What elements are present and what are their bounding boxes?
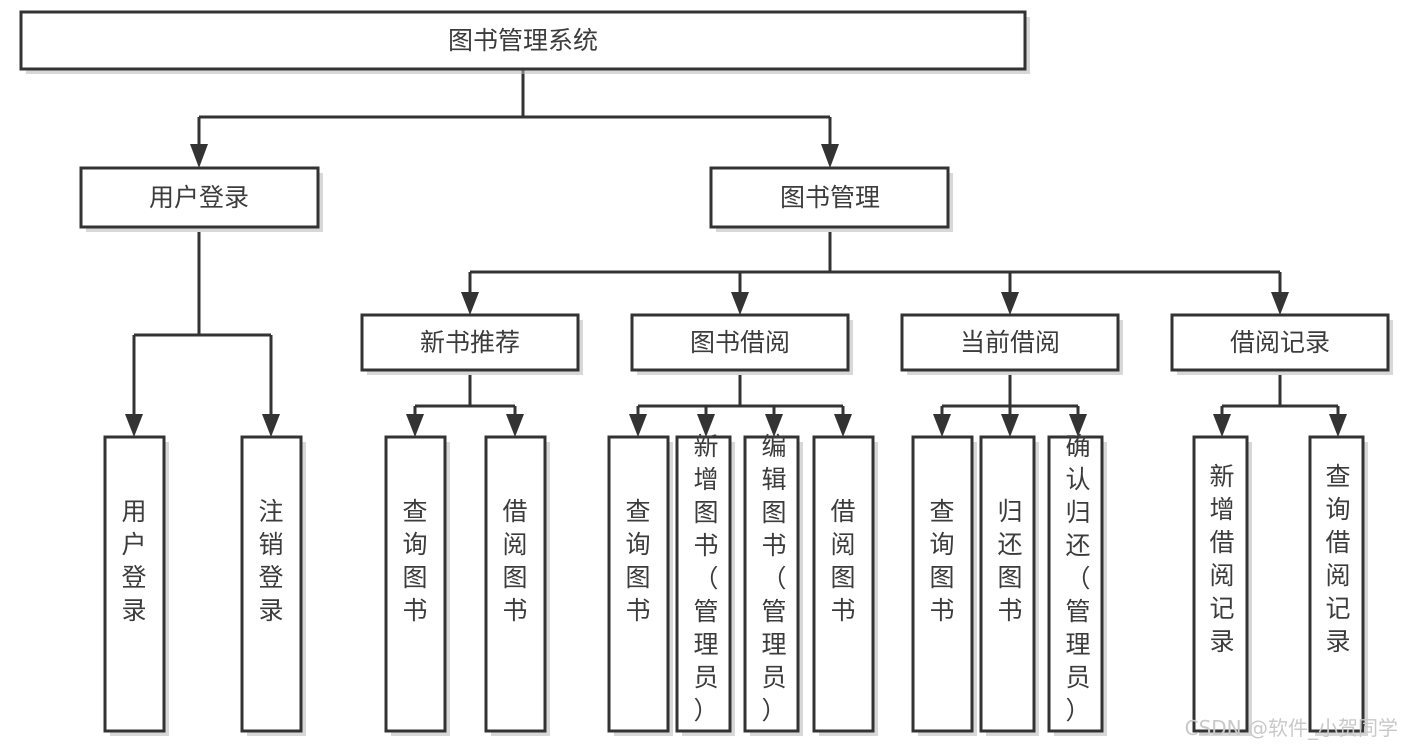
arrow-head-book-borrow bbox=[731, 292, 749, 315]
node-leaf-borrow-book-2[interactable]: 借阅图书 bbox=[812, 435, 878, 736]
node-leaf-add-book-label: 新增图书（管理员） bbox=[693, 432, 718, 725]
node-current-borrow-label: 当前借阅 bbox=[960, 328, 1060, 357]
node-user-login-box[interactable] bbox=[79, 166, 320, 229]
node-leaf-add-record-box[interactable] bbox=[1192, 435, 1249, 733]
node-leaf-query-book-1-box[interactable] bbox=[384, 435, 447, 733]
node-leaf-edit-book-label: 编辑图书（管理员） bbox=[761, 432, 786, 725]
node-current-borrow[interactable]: 当前借阅 bbox=[900, 313, 1123, 375]
node-new-book-rec-box[interactable] bbox=[360, 313, 580, 372]
arrow-head-leaf-edit-book bbox=[765, 414, 783, 437]
node-leaf-return-book[interactable]: 归还图书 bbox=[979, 435, 1039, 736]
node-book-manage[interactable]: 图书管理 bbox=[709, 166, 953, 232]
node-leaf-query-book-3-box[interactable] bbox=[911, 435, 974, 733]
arrow-head-leaf-user-logout bbox=[262, 414, 280, 437]
node-user-login[interactable]: 用户登录 bbox=[79, 166, 323, 232]
arrow-head-leaf-add-book bbox=[697, 414, 715, 437]
node-book-borrow[interactable]: 图书借阅 bbox=[630, 313, 853, 375]
arrow-head-leaf-borrow-book-1 bbox=[506, 414, 524, 437]
node-root-box[interactable] bbox=[19, 10, 1027, 71]
arrow-head-leaf-query-book-3 bbox=[933, 414, 951, 437]
node-leaf-query-book-2-box[interactable] bbox=[607, 435, 670, 733]
node-book-borrow-box[interactable] bbox=[630, 313, 850, 372]
node-leaf-query-book-2-label: 查询图书 bbox=[625, 497, 650, 625]
arrow-head-leaf-query-book-1 bbox=[406, 414, 424, 437]
arrow-head-current-borrow bbox=[1001, 292, 1019, 315]
node-leaf-return-book-box[interactable] bbox=[979, 435, 1036, 733]
node-leaf-borrow-book-1-box[interactable] bbox=[484, 435, 547, 733]
node-leaf-confirm-return-box[interactable] bbox=[1047, 435, 1104, 733]
node-user-login-label: 用户登录 bbox=[149, 183, 249, 212]
node-borrow-record-label: 借阅记录 bbox=[1230, 328, 1330, 357]
arrow-head-leaf-return-book bbox=[1001, 414, 1019, 437]
node-leaf-borrow-book-2-label: 借阅图书 bbox=[830, 497, 855, 625]
node-new-book-rec[interactable]: 新书推荐 bbox=[360, 313, 583, 375]
node-leaf-return-book-label: 归还图书 bbox=[997, 497, 1022, 625]
arrow-head-borrow-record bbox=[1271, 292, 1289, 315]
node-borrow-record-box[interactable] bbox=[1170, 313, 1390, 372]
node-leaf-query-record-label: 查询借阅记录 bbox=[1325, 462, 1350, 656]
node-leaf-query-record[interactable]: 查询借阅记录 bbox=[1308, 435, 1368, 736]
node-leaf-query-book-2[interactable]: 查询图书 bbox=[607, 435, 673, 736]
node-book-manage-label: 图书管理 bbox=[780, 183, 880, 212]
arrow-head-leaf-add-record bbox=[1213, 414, 1231, 437]
node-leaf-query-record-box[interactable] bbox=[1308, 435, 1365, 733]
node-leaf-user-login-box[interactable] bbox=[103, 435, 166, 733]
node-leaf-borrow-book-1[interactable]: 借阅图书 bbox=[484, 435, 550, 736]
node-root-label: 图书管理系统 bbox=[448, 26, 598, 55]
arrow-head-leaf-query-record bbox=[1329, 414, 1347, 437]
node-leaf-user-logout-box[interactable] bbox=[240, 435, 303, 733]
node-leaf-borrow-book-1-label: 借阅图书 bbox=[502, 497, 527, 625]
arrow-head-book-manage bbox=[821, 144, 839, 168]
node-leaf-user-logout[interactable]: 注销登录 bbox=[240, 435, 306, 736]
node-leaf-user-login-label: 用户登录 bbox=[121, 497, 146, 625]
node-leaf-edit-book-box[interactable] bbox=[743, 435, 800, 733]
arrow-head-new-book-rec bbox=[461, 292, 479, 315]
node-leaf-confirm-return[interactable]: 确认归还（管理员） bbox=[1047, 432, 1107, 736]
node-leaf-query-book-1[interactable]: 查询图书 bbox=[384, 435, 450, 736]
node-leaf-add-record-label: 新增借阅记录 bbox=[1209, 462, 1234, 656]
node-leaf-user-login[interactable]: 用户登录 bbox=[103, 435, 169, 736]
arrow-head-leaf-user-login bbox=[125, 414, 143, 437]
node-leaf-add-record[interactable]: 新增借阅记录 bbox=[1192, 435, 1252, 736]
node-leaf-add-book-box[interactable] bbox=[675, 435, 732, 733]
node-new-book-rec-label: 新书推荐 bbox=[420, 328, 520, 357]
node-book-manage-box[interactable] bbox=[709, 166, 950, 229]
node-leaf-borrow-book-2-box[interactable] bbox=[812, 435, 875, 733]
arrow-head-leaf-borrow-book-2 bbox=[834, 414, 852, 437]
node-current-borrow-box[interactable] bbox=[900, 313, 1120, 372]
node-leaf-query-book-1-label: 查询图书 bbox=[402, 497, 427, 625]
node-book-borrow-label: 图书借阅 bbox=[690, 328, 790, 357]
arrow-head-user-login bbox=[190, 144, 208, 168]
csdn-watermark: CSDN @软件_小贺同学 bbox=[1185, 716, 1398, 740]
node-leaf-query-book-3[interactable]: 查询图书 bbox=[911, 435, 977, 736]
node-root[interactable]: 图书管理系统 bbox=[19, 10, 1030, 74]
node-leaf-edit-book[interactable]: 编辑图书（管理员） bbox=[743, 432, 803, 736]
node-leaf-query-book-3-label: 查询图书 bbox=[929, 497, 954, 625]
node-borrow-record[interactable]: 借阅记录 bbox=[1170, 313, 1393, 375]
node-leaf-add-book[interactable]: 新增图书（管理员） bbox=[675, 432, 735, 736]
arrow-head-leaf-query-book-2 bbox=[629, 414, 647, 437]
node-leaf-confirm-return-label: 确认归还（管理员） bbox=[1065, 432, 1090, 725]
connector-layer bbox=[125, 69, 1347, 437]
node-leaf-user-logout-label: 注销登录 bbox=[258, 497, 283, 625]
arrow-head-leaf-confirm-return bbox=[1069, 414, 1087, 437]
